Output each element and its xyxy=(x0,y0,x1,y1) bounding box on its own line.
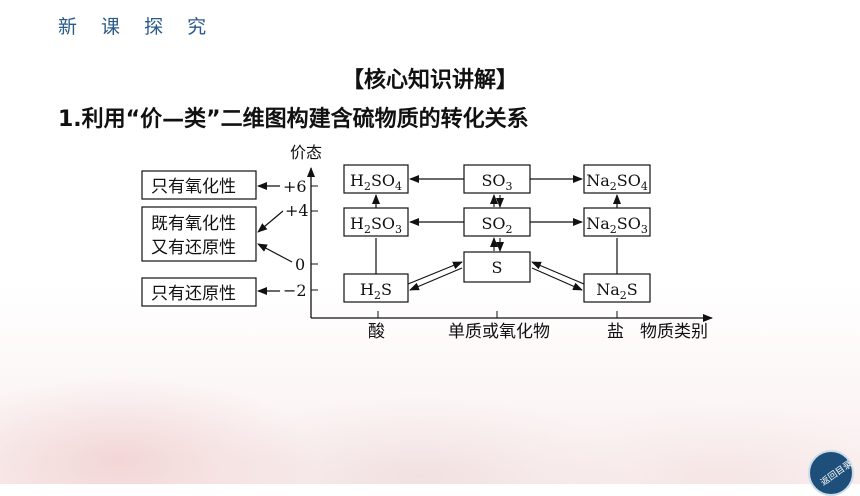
property-box-oxidizing xyxy=(141,170,257,200)
arrow xyxy=(407,261,463,285)
subtitle: 【核心知识讲解】 xyxy=(341,68,518,93)
section-title: 新 课 探 究 xyxy=(58,16,216,38)
arrow xyxy=(531,261,585,285)
category-label: 酸 xyxy=(368,322,385,342)
compound-box-na2so4 xyxy=(583,164,651,194)
heading: 1.利用“价—类”二维图构建含硫物质的转化关系 xyxy=(58,107,529,132)
valence-tick-label: +6 xyxy=(283,177,307,196)
arrow xyxy=(257,243,293,263)
x-axis-label: 物质类别 xyxy=(640,322,708,342)
compound-label: Na2SO3 xyxy=(586,214,648,236)
property-box-reducing xyxy=(141,277,257,307)
compound-label: S xyxy=(492,258,503,277)
valence-tick-label: −2 xyxy=(283,281,307,300)
valence-tick-label: 0 xyxy=(295,255,305,274)
compound-label: H2SO4 xyxy=(350,171,402,193)
arrow xyxy=(409,267,463,291)
property-label: 又有还原性 xyxy=(151,238,236,258)
compound-label: SO3 xyxy=(481,171,512,193)
compound-label: H2S xyxy=(360,280,392,302)
property-box-both xyxy=(141,206,257,262)
background-wash xyxy=(0,284,860,484)
category-label: 盐 xyxy=(607,322,624,342)
compound-box-h2so4 xyxy=(343,164,409,194)
y-axis-label: 价态 xyxy=(290,143,322,162)
category-label: 单质或氧化物 xyxy=(448,322,550,342)
compound-box-s xyxy=(463,251,531,283)
compound-label: SO2 xyxy=(481,214,512,236)
arrow xyxy=(531,267,583,291)
valence-class-diagram: 价态 物质类别 +6 +4 0 −2 酸 单质或氧化物 盐 只有氧化性 既有氧化… xyxy=(141,143,713,342)
property-label: 只有还原性 xyxy=(151,284,236,304)
property-label: 既有氧化性 xyxy=(151,214,236,234)
valence-tick-label: +4 xyxy=(285,201,309,220)
compound-label: H2SO3 xyxy=(350,214,402,236)
back-button-label: 返回目录 xyxy=(819,459,855,489)
compound-box-h2s xyxy=(343,273,409,303)
compound-label: Na2S xyxy=(596,280,638,302)
back-to-contents-button[interactable]: 返回目录 xyxy=(808,450,854,496)
arrow xyxy=(257,210,284,233)
compound-label: Na2SO4 xyxy=(586,171,648,193)
property-label: 只有氧化性 xyxy=(151,177,236,197)
compound-box-na2s xyxy=(583,273,651,303)
